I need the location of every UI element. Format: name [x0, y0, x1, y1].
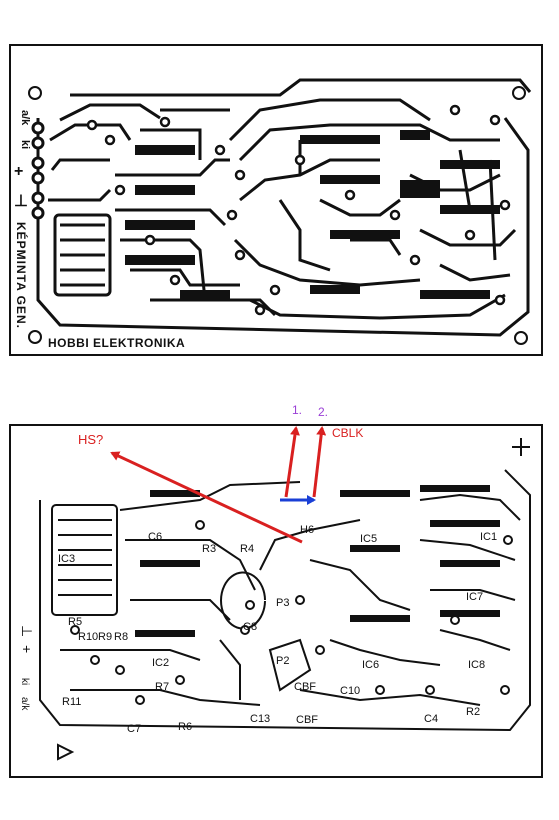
- arrow-2: [312, 426, 327, 498]
- mounting-hole-br: [514, 331, 528, 345]
- top-ic-pads-left: [125, 145, 230, 300]
- comp-r11: R11: [62, 696, 81, 708]
- comp-p3: P3: [276, 597, 289, 609]
- cblk-label: CBLK: [332, 426, 363, 440]
- top-connector-pads: [31, 121, 45, 220]
- comp-ic7: IC7: [466, 591, 483, 603]
- comp-r3: R3: [202, 543, 216, 555]
- comp-ic8: IC8: [468, 659, 485, 671]
- mounting-hole-bl: [28, 330, 42, 344]
- bottom-label-ki: ki: [19, 678, 30, 685]
- comp-c4: C4: [424, 713, 438, 725]
- mounting-hole-tl: [28, 86, 42, 100]
- comp-ic6: IC6: [362, 659, 379, 671]
- comp-r4: R4: [240, 543, 254, 555]
- comp-r7: R7: [155, 681, 169, 693]
- bottom-label-ak: a/k: [19, 697, 30, 711]
- triangle-mark-icon: [57, 743, 75, 761]
- top-label-gnd: ⊥: [14, 193, 28, 210]
- top-label-plus: +: [14, 163, 23, 180]
- bottom-connector-labels: ⊥ + ki a/k: [19, 625, 35, 711]
- comp-ic5: IC5: [360, 533, 377, 545]
- comp-c10: C10: [340, 685, 360, 697]
- label-2: 2.: [318, 405, 328, 419]
- top-side-title: KÉPMINTA GEN.: [14, 222, 29, 329]
- comp-r2: R2: [466, 706, 480, 718]
- top-board-title: HOBBI ELEKTRONIKA: [48, 336, 185, 350]
- top-label-ki: ki: [19, 140, 31, 149]
- cross-mark-icon: [512, 438, 530, 456]
- bottom-ic-pads: [135, 485, 500, 637]
- bottom-label-plus: +: [19, 645, 35, 653]
- comp-r10: R10: [78, 631, 98, 643]
- annotation-overlay: HS? 1. 2. CBLK: [78, 403, 363, 544]
- comp-cbf-2: CBF: [296, 714, 318, 726]
- comp-c7: C7: [127, 723, 141, 735]
- component-labels: R3 R4 R5 R6 R7 R8 R9 R10 R11 R2 C6 C7 C8…: [58, 524, 497, 735]
- top-ic-pads-right: [300, 130, 500, 299]
- top-pcb-board: a/k ki + ⊥ KÉPMINTA GEN. HOBBI ELEKTRONI…: [9, 44, 543, 356]
- hs-arrow: [110, 451, 303, 544]
- comp-c6: C6: [148, 531, 162, 543]
- arrow-1: [284, 426, 300, 498]
- comp-c8: C8: [243, 621, 257, 633]
- comp-ic3: IC3: [58, 553, 75, 565]
- hs-label: HS?: [78, 432, 103, 447]
- bottom-label-gnd: ⊥: [19, 625, 35, 637]
- comp-ic2: IC2: [152, 657, 169, 669]
- comp-cbf-1: CBF: [294, 681, 316, 693]
- bottom-pcb-board: R3 R4 R5 R6 R7 R8 R9 R10 R11 R2 C6 C7 C8…: [9, 424, 543, 778]
- comp-p2: P2: [276, 655, 289, 667]
- top-connector-labels: a/k ki + ⊥: [14, 110, 31, 210]
- bottom-traces: [51, 481, 521, 706]
- top-label-ak: a/k: [19, 110, 31, 126]
- top-pads: [86, 104, 511, 316]
- comp-r8: R8: [114, 631, 128, 643]
- comp-r5: R5: [68, 616, 82, 628]
- comp-ic1: IC1: [480, 531, 497, 543]
- mounting-hole-tr: [512, 86, 526, 100]
- bottom-pads: [70, 520, 513, 705]
- comp-h6: H6: [300, 524, 314, 536]
- label-1: 1.: [292, 403, 302, 417]
- comp-r6: R6: [178, 721, 192, 733]
- comp-r9: R9: [98, 631, 112, 643]
- comp-c13: C13: [250, 713, 270, 725]
- top-left-traces: [48, 103, 277, 317]
